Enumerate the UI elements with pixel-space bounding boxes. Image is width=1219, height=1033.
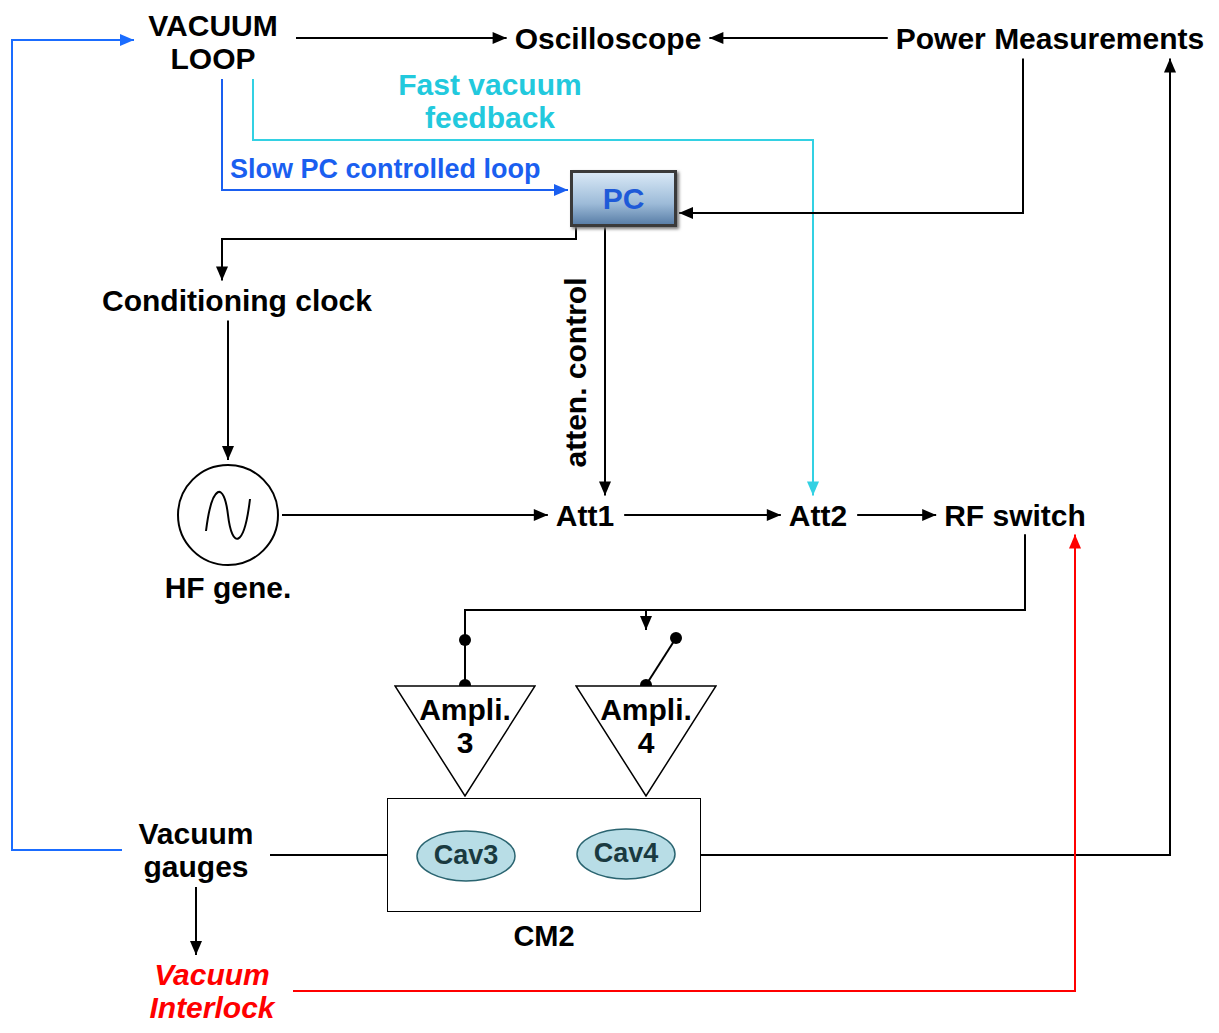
attenuator-label: Att1	[556, 499, 614, 532]
arrow-head	[679, 207, 693, 219]
connector	[701, 59, 1176, 856]
arrow-head	[534, 509, 548, 521]
node-text: RF switch	[944, 499, 1086, 532]
node-text: Vacuum Interlock	[137, 958, 287, 1024]
clock-label: Conditioning clock	[102, 284, 372, 317]
sine-wave	[206, 492, 250, 539]
connector	[12, 34, 134, 850]
connector	[222, 321, 234, 461]
edge-label: atten. control	[558, 277, 591, 467]
node-text: Att1	[556, 499, 614, 532]
connector-line	[222, 227, 576, 281]
connector	[270, 855, 387, 856]
arrow-head	[640, 616, 652, 630]
connector	[296, 32, 507, 44]
arrow-head	[1069, 535, 1081, 549]
connector	[190, 887, 202, 955]
arrow-head	[767, 509, 781, 521]
arrow-head	[554, 184, 568, 196]
connector-line	[293, 535, 1075, 992]
loop-label: VACUUM LOOP	[138, 9, 288, 75]
connector-line	[709, 37, 887, 39]
connector	[679, 59, 1023, 220]
cryomodule-box: CM2Cav3Cav4	[387, 798, 701, 912]
node-text: Cav4	[594, 839, 659, 869]
node-text: Cav3	[434, 841, 499, 871]
arrow-head	[599, 482, 611, 496]
connector-line	[296, 37, 507, 39]
cavity-ellipse: Cav3	[416, 830, 516, 882]
generator-symbol: HF gene.	[163, 463, 293, 604]
edge-label: Slow PC controlled loop	[230, 155, 541, 185]
amplifier-symbol: Ampli. 4	[575, 685, 717, 797]
connector	[624, 509, 781, 521]
connector	[293, 535, 1081, 992]
arrow-head	[493, 32, 507, 44]
connector-line	[227, 321, 229, 461]
gauge-label: Vacuum gauges	[126, 817, 266, 883]
triangle	[576, 686, 716, 796]
computer-box: PC	[570, 170, 677, 227]
connector-line	[465, 535, 1025, 686]
connector	[465, 535, 1025, 686]
connector-line	[604, 227, 606, 496]
connector	[599, 227, 611, 496]
open-switch	[646, 638, 676, 685]
cavity-ellipse: Cav4	[576, 828, 676, 880]
amplifier-symbol: Ampli. 3	[394, 685, 536, 797]
connector	[857, 509, 936, 521]
edge-label: Fast vacuum feedback	[390, 68, 590, 134]
connector-line	[624, 514, 781, 516]
connector	[216, 227, 576, 281]
arrow-head	[1164, 59, 1176, 73]
cavity-shape	[577, 829, 675, 879]
node-text: CM2	[388, 921, 700, 953]
connector-line	[270, 854, 387, 856]
node-text: PC	[603, 182, 645, 215]
connector	[640, 535, 1025, 631]
cavity-shape	[417, 831, 515, 881]
switch-contact	[670, 632, 682, 644]
node-text: Ampli. 3	[415, 685, 515, 759]
arrow-head	[709, 32, 723, 44]
node-text: Conditioning clock	[102, 284, 372, 317]
connector-line	[646, 535, 1025, 631]
node-text: Att2	[789, 499, 847, 532]
node-text: Vacuum gauges	[126, 817, 266, 883]
connector-line	[701, 59, 1170, 856]
connector	[282, 509, 548, 521]
connector-line	[679, 59, 1023, 214]
connector	[709, 32, 887, 44]
node-text: Power Measurements	[896, 22, 1204, 55]
instrument-label: Oscilloscope	[515, 22, 702, 55]
connector-line	[282, 514, 548, 516]
generator-circle	[176, 463, 280, 567]
arrow-head	[222, 446, 234, 460]
attenuator-label: Att2	[789, 499, 847, 532]
switch-label: RF switch	[944, 499, 1086, 532]
node-text: HF gene.	[163, 571, 293, 604]
arrow-head	[216, 267, 228, 281]
connector-line	[12, 40, 134, 850]
arrow-head	[807, 482, 819, 496]
generator-outline	[178, 465, 278, 565]
node-text: Ampli. 4	[596, 685, 696, 759]
arrow-head	[190, 941, 202, 955]
triangle	[395, 686, 535, 796]
arrow-head	[922, 509, 936, 521]
node-text: Oscilloscope	[515, 22, 702, 55]
interlock-label: Vacuum Interlock	[137, 958, 287, 1024]
node-text: VACUUM LOOP	[138, 9, 288, 75]
instrument-label: Power Measurements	[896, 22, 1204, 55]
arrow-head	[120, 34, 134, 46]
